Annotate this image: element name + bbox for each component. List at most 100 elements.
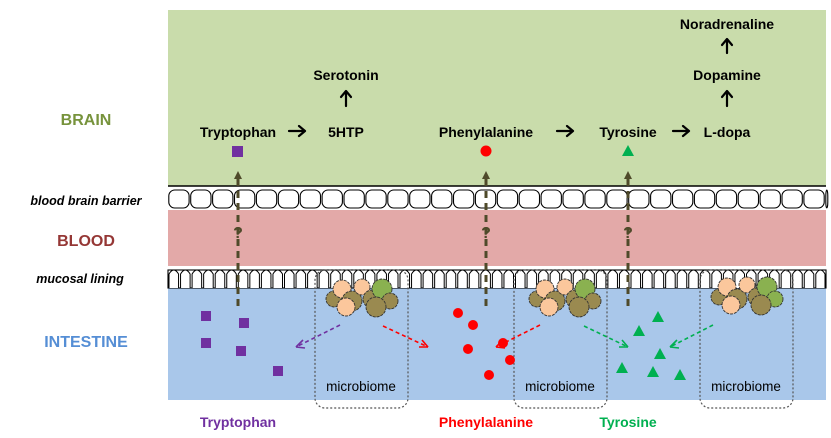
barrier-cell xyxy=(671,189,694,209)
arrow-ldopa-to-dopamine xyxy=(720,89,734,108)
microbiome-outline xyxy=(513,269,608,409)
production-arrow-phenylalanine-a xyxy=(382,325,429,348)
microbe-cluster xyxy=(325,278,399,318)
microbiome-outline xyxy=(699,269,794,409)
barrier-cell xyxy=(540,189,562,209)
legend-tyrosine: Tyrosine xyxy=(599,414,657,430)
microbe-cluster xyxy=(710,276,784,316)
intestine-tyrosine-triangles xyxy=(616,311,686,380)
arrow-tyrosine-to-ldopa xyxy=(671,124,691,138)
intestine-zone xyxy=(168,288,826,400)
barrier-cell xyxy=(431,189,453,209)
production-arrow-tyrosine-a-head xyxy=(619,339,629,348)
tyrosine-triangle xyxy=(674,369,686,380)
question-mark-phenylalanine: ? xyxy=(481,225,491,242)
phenylalanine-dot xyxy=(468,320,478,330)
microbiome-label: microbiome xyxy=(326,379,396,394)
barrier-cell xyxy=(693,189,716,209)
brain-zone xyxy=(168,10,826,186)
intestine-tryptophan-squares xyxy=(201,311,283,376)
barrier-cell xyxy=(212,189,234,209)
production-arrow-tryptophan xyxy=(295,324,341,348)
tryptophan-square xyxy=(273,366,283,376)
tyrosine-triangle xyxy=(633,325,645,336)
brain-phenylalanine-dot xyxy=(480,145,492,157)
microbiome-box-1: microbiome xyxy=(314,269,409,409)
microbe-cluster xyxy=(528,278,602,318)
brain-tyrosine-triangle xyxy=(622,145,634,156)
production-arrow-phenylalanine-b xyxy=(495,324,541,348)
barrier-cell xyxy=(321,189,343,209)
barrier-cell xyxy=(737,189,760,209)
blood-zone xyxy=(168,210,826,266)
barrier-cell xyxy=(343,189,365,209)
production-arrows xyxy=(295,324,714,349)
brain-5htp-label: 5HTP xyxy=(328,124,364,140)
production-arrow-tyrosine-b xyxy=(669,324,714,348)
barrier-cell xyxy=(387,189,409,209)
phenylalanine-dot xyxy=(463,344,473,354)
mucosa-label: mucosal lining xyxy=(36,272,124,286)
brain-phenylalanine-label: Phenylalanine xyxy=(439,124,533,140)
production-arrow-tyrosine-b-head xyxy=(669,339,680,349)
production-arrow-tyrosine-a xyxy=(583,325,629,348)
barrier-cell xyxy=(452,189,475,209)
blood-label: BLOOD xyxy=(57,233,115,250)
barrier-cell xyxy=(825,189,829,209)
barrier-cell xyxy=(518,189,541,209)
barrier-cell xyxy=(409,189,431,209)
microbiome-box-3: microbiome xyxy=(699,269,794,409)
barrier-cell xyxy=(759,189,781,209)
barrier-cell xyxy=(584,189,606,209)
bbb-label: blood brain barrier xyxy=(30,194,142,208)
barrier-cell xyxy=(562,189,584,209)
microbiome-outline xyxy=(314,269,409,409)
microbe xyxy=(539,297,559,317)
brain-tryptophan-label: Tryptophan xyxy=(200,124,276,140)
arrow-5htp-to-serotonin xyxy=(339,89,353,108)
barrier-cell xyxy=(628,189,650,209)
barrier-cell xyxy=(255,189,278,209)
brain-ldopa-label: L-dopa xyxy=(704,124,751,140)
barrier-cell xyxy=(299,189,322,209)
intestine-label: INTESTINE xyxy=(44,334,128,351)
barrier-cell xyxy=(365,189,387,209)
arrow-dopamine-to-noradrenaline xyxy=(720,37,734,55)
mucosal-lining-cells xyxy=(167,269,827,289)
production-arrow-phenylalanine-a-head xyxy=(419,339,429,348)
intestine-phenylalanine-dots xyxy=(453,308,515,380)
arrow-phenylalanine-to-tyrosine xyxy=(555,124,575,138)
question-mark-tyrosine: ? xyxy=(623,225,633,242)
barrier-cell xyxy=(277,189,300,209)
mucosa-villi xyxy=(168,269,826,289)
microbe xyxy=(365,296,387,318)
microbe xyxy=(336,297,356,317)
phenylalanine-dot xyxy=(505,355,515,365)
barrier-cell xyxy=(496,189,519,209)
microbiome-box-2: microbiome xyxy=(513,269,608,409)
brain-tryptophan-square xyxy=(232,146,243,157)
barrier-cell xyxy=(803,189,825,209)
question-mark-tryptophan: ? xyxy=(233,225,243,242)
legend-phenylalanine: Phenylalanine xyxy=(439,414,533,430)
tryptophan-square xyxy=(239,318,249,328)
tryptophan-square xyxy=(201,311,211,321)
tyrosine-triangle xyxy=(616,362,628,373)
blood-brain-barrier-cells xyxy=(168,189,829,209)
tryptophan-square xyxy=(236,346,246,356)
barrier-cell xyxy=(715,189,738,209)
pathway-arrows xyxy=(287,37,734,138)
barrier-cell xyxy=(190,189,212,209)
transport-arrows xyxy=(234,171,632,306)
microbe xyxy=(556,278,574,296)
tyrosine-triangle xyxy=(654,348,666,359)
legend-tryptophan: Tryptophan xyxy=(200,414,276,430)
barrier-cell xyxy=(606,189,628,209)
barrier-cell xyxy=(650,189,672,209)
microbe xyxy=(738,276,756,294)
microbe xyxy=(353,278,371,296)
microbe xyxy=(568,296,590,318)
brain-label: BRAIN xyxy=(61,112,112,129)
